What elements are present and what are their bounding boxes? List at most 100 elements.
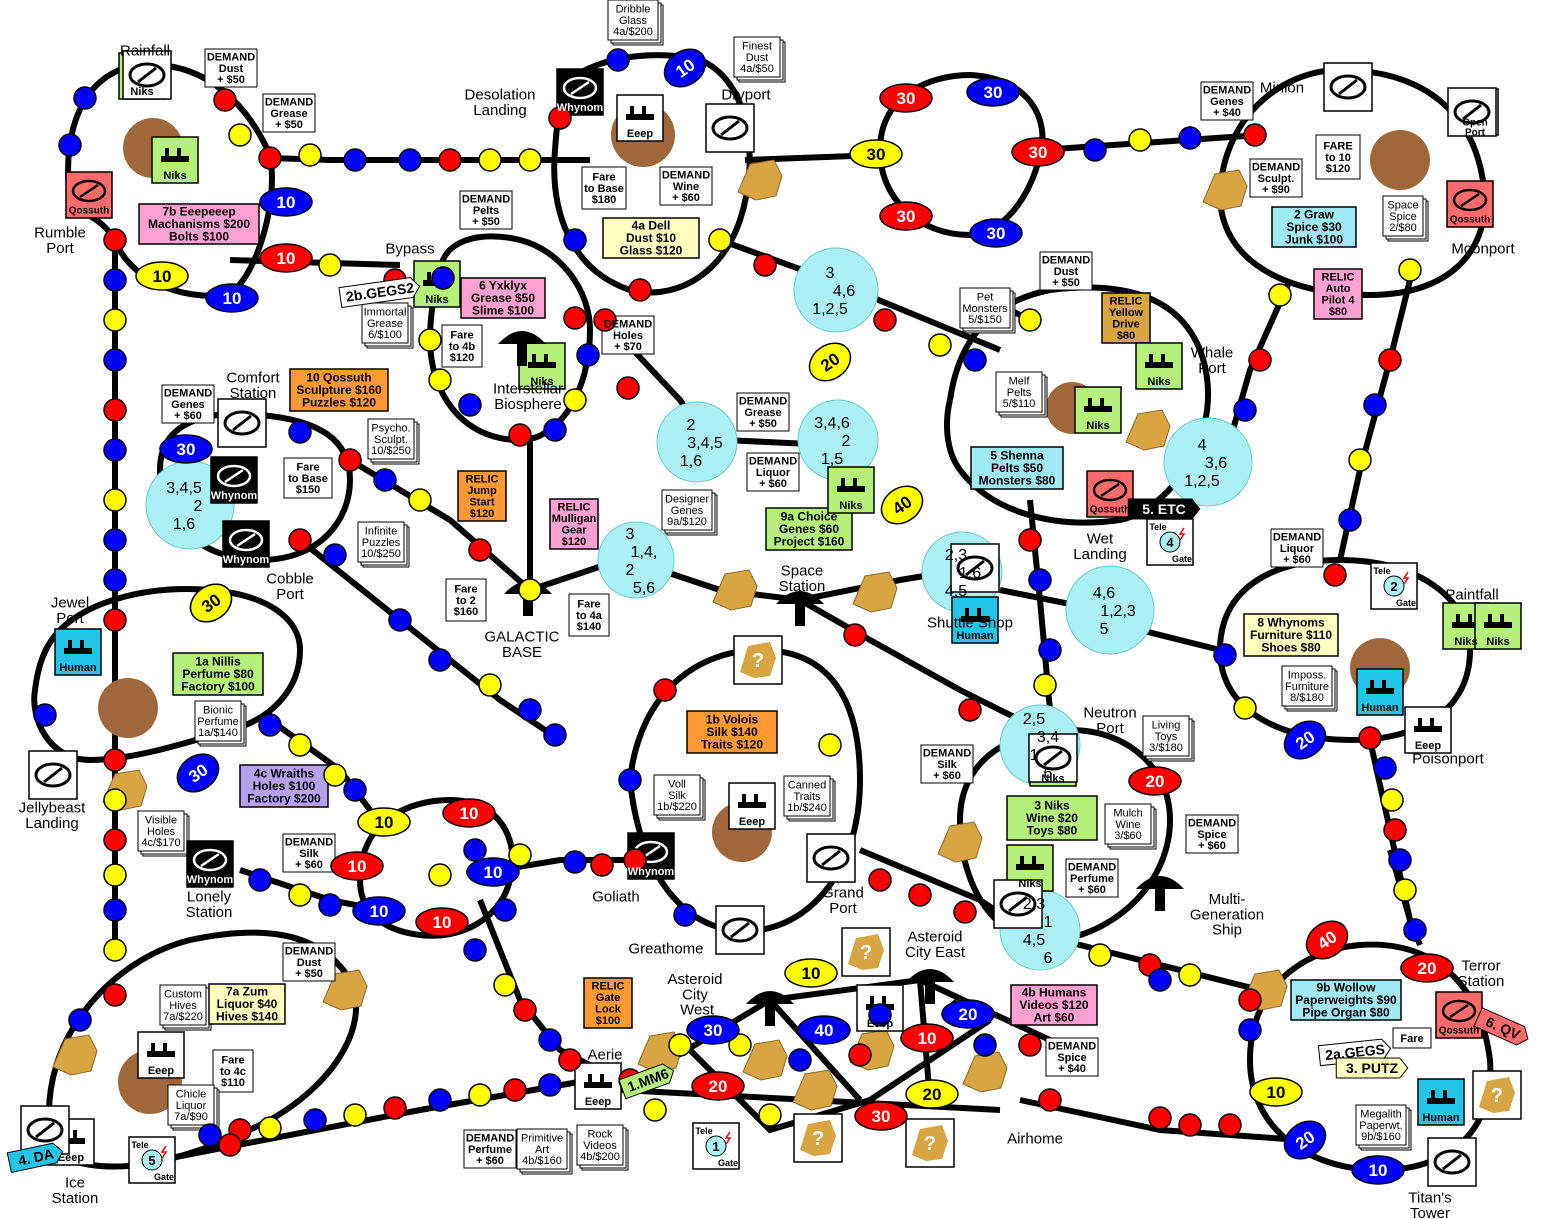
- cost-oval[interactable]: 30: [170, 746, 226, 799]
- track-space[interactable]: [1323, 563, 1347, 587]
- info-card[interactable]: [1270, 528, 1324, 568]
- track-space[interactable]: [548, 106, 572, 130]
- info-card[interactable]: [1142, 715, 1190, 757]
- track-space[interactable]: [1018, 308, 1042, 332]
- track-space[interactable]: [518, 578, 542, 602]
- info-card[interactable]: [733, 36, 781, 78]
- track-space[interactable]: [1128, 128, 1152, 152]
- track-space[interactable]: [1238, 988, 1262, 1012]
- track-space[interactable]: [908, 883, 932, 907]
- track-space[interactable]: [1338, 508, 1362, 532]
- track-space[interactable]: [653, 678, 677, 702]
- track-space[interactable]: [708, 228, 732, 252]
- info-card[interactable]: [1281, 665, 1333, 707]
- trade-card[interactable]: [1010, 984, 1098, 1026]
- cost-oval[interactable]: 40: [1299, 913, 1355, 966]
- track-space[interactable]: [1248, 348, 1272, 372]
- trade-card[interactable]: [1243, 613, 1339, 657]
- track-space[interactable]: [508, 423, 532, 447]
- track-space[interactable]: [563, 850, 587, 874]
- track-space[interactable]: [1403, 918, 1427, 942]
- cost-oval[interactable]: 10: [352, 896, 406, 926]
- track-space[interactable]: [428, 1088, 452, 1112]
- track-space[interactable]: [428, 863, 452, 887]
- track-space[interactable]: [343, 1103, 367, 1127]
- info-card[interactable]: [516, 1128, 568, 1170]
- info-card[interactable]: [959, 287, 1011, 329]
- track-space[interactable]: [1268, 283, 1292, 307]
- info-card[interactable]: [736, 392, 790, 432]
- track-space[interactable]: [848, 1043, 872, 1067]
- info-card[interactable]: [1065, 858, 1119, 898]
- info-card[interactable]: [576, 1124, 624, 1166]
- cost-oval[interactable]: 10: [1249, 1077, 1303, 1107]
- race-tile[interactable]: [616, 94, 664, 142]
- cost-oval[interactable]: 30: [159, 434, 213, 464]
- track-space[interactable]: [538, 1073, 562, 1097]
- trade-card[interactable]: [1290, 979, 1402, 1021]
- track-space[interactable]: [1233, 398, 1257, 422]
- cost-oval[interactable]: 30: [879, 201, 933, 231]
- track-space[interactable]: [298, 143, 322, 167]
- track-space[interactable]: [343, 778, 367, 802]
- cost-oval[interactable]: 30: [854, 1101, 908, 1131]
- track-space[interactable]: [1028, 568, 1052, 592]
- track-space[interactable]: [103, 348, 127, 372]
- info-card[interactable]: [661, 489, 713, 531]
- track-space[interactable]: [1033, 673, 1057, 697]
- info-card[interactable]: [137, 810, 185, 852]
- info-card[interactable]: [204, 48, 258, 88]
- trade-card[interactable]: [765, 507, 853, 551]
- track-space[interactable]: [606, 48, 630, 72]
- track-space[interactable]: [843, 623, 867, 647]
- track-space[interactable]: [198, 1123, 222, 1147]
- info-card[interactable]: [194, 700, 242, 742]
- track-space[interactable]: [1243, 123, 1267, 147]
- track-space[interactable]: [1348, 448, 1372, 472]
- info-card[interactable]: [212, 1049, 254, 1093]
- track-space[interactable]: [758, 1103, 782, 1127]
- track-space[interactable]: [1083, 138, 1107, 162]
- track-space[interactable]: [673, 903, 697, 927]
- info-card[interactable]: [995, 371, 1043, 413]
- cost-oval[interactable]: 10: [657, 41, 713, 94]
- track-space[interactable]: [1218, 1113, 1242, 1137]
- track-space[interactable]: [616, 376, 640, 400]
- track-space[interactable]: [103, 608, 127, 632]
- track-space[interactable]: [1380, 788, 1404, 812]
- trade-card[interactable]: [970, 446, 1064, 490]
- cost-oval[interactable]: 10: [330, 851, 384, 881]
- track-space[interactable]: [428, 648, 452, 672]
- route-flag[interactable]: 3. PUTZ: [1335, 1057, 1409, 1079]
- cost-oval[interactable]: 20: [1128, 766, 1182, 796]
- trade-card[interactable]: [602, 217, 700, 259]
- track-space[interactable]: [478, 673, 502, 697]
- track-space[interactable]: [418, 328, 442, 352]
- track-space[interactable]: [518, 698, 542, 722]
- track-space[interactable]: [478, 148, 502, 172]
- info-card[interactable]: [920, 744, 974, 784]
- info-card[interactable]: [159, 984, 207, 1026]
- track-space[interactable]: [463, 938, 487, 962]
- track-space[interactable]: [928, 333, 952, 357]
- cost-oval[interactable]: 10: [900, 1023, 954, 1053]
- track-space[interactable]: [303, 1108, 327, 1132]
- track-space[interactable]: [258, 1116, 282, 1140]
- cost-oval[interactable]: 20: [905, 1079, 959, 1109]
- track-space[interactable]: [543, 418, 567, 442]
- info-card[interactable]: [1185, 814, 1239, 854]
- track-space[interactable]: [1238, 1018, 1262, 1042]
- cost-oval[interactable]: 20: [941, 999, 995, 1029]
- track-space[interactable]: [868, 1003, 892, 1027]
- info-card[interactable]: [653, 774, 701, 816]
- track-space[interactable]: [323, 763, 347, 787]
- info-card[interactable]: [1382, 195, 1424, 237]
- track-space[interactable]: [1038, 1088, 1062, 1112]
- info-card[interactable]: [568, 593, 610, 637]
- track-space[interactable]: [288, 883, 312, 907]
- track-space[interactable]: [1378, 348, 1402, 372]
- track-space[interactable]: [563, 388, 587, 412]
- track-space[interactable]: [103, 568, 127, 592]
- track-space[interactable]: [288, 420, 312, 444]
- cost-oval[interactable]: 30: [686, 1015, 740, 1045]
